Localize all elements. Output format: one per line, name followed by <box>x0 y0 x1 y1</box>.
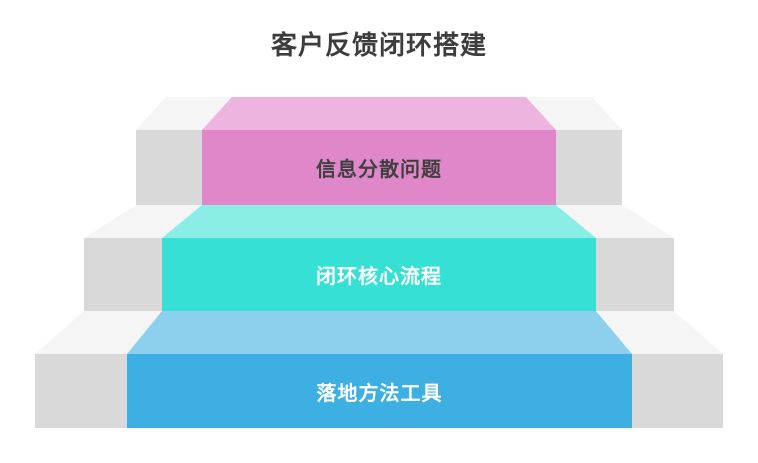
step1-right-side-top-face <box>526 97 622 130</box>
step3-right-side-front-face <box>632 354 723 428</box>
step2-label: 闭环核心流程 <box>316 266 442 288</box>
step1-label: 信息分散问题 <box>316 159 442 181</box>
step1-left-side-front-face <box>136 130 202 205</box>
step3-color-top-face <box>127 311 632 354</box>
step3-color-front-face <box>127 354 632 428</box>
step2-color-top-face <box>162 205 596 238</box>
step2-right-side-front-face <box>596 238 674 311</box>
step2-color-front-face <box>162 238 596 311</box>
step1-right-side-front-face <box>556 130 622 205</box>
step2-left-side-front-face <box>84 238 162 311</box>
step1-color-front-face <box>202 130 556 205</box>
step2-right-side-top-face <box>556 205 674 238</box>
step1-color-top-face <box>202 97 556 130</box>
step3-label: 落地方法工具 <box>316 382 443 405</box>
step3-right-side-top-face <box>596 311 723 354</box>
step2-left-side-top-face <box>84 205 202 238</box>
step3-left-side-front-face <box>35 354 127 428</box>
page-title: 客户反馈闭环搭建 <box>270 30 487 60</box>
step3-left-side-top-face <box>35 311 162 354</box>
step1-left-side-top-face <box>136 97 232 130</box>
